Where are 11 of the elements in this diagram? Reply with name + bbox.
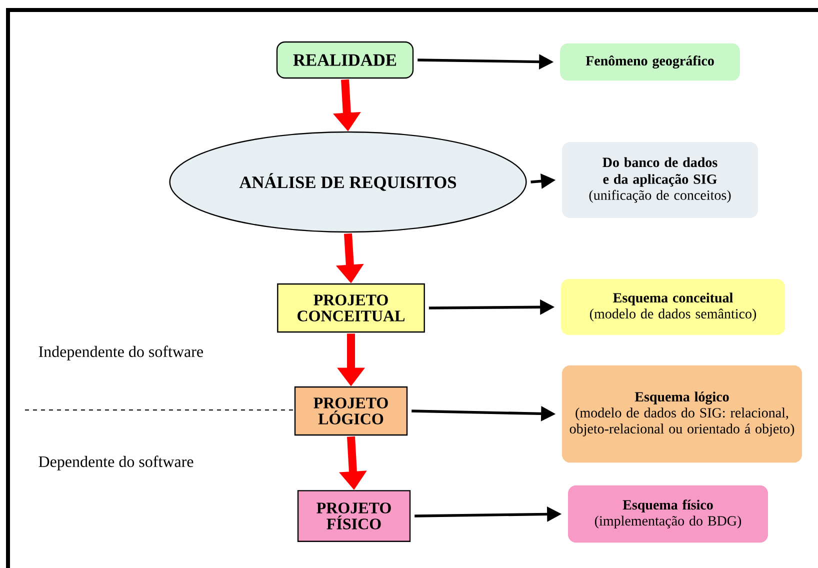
stage-box: PROJETO CONCEITUAL: [277, 283, 425, 333]
result-box: Esquema lógico (modelo de dados do SIG: relacional, objeto-relacional ou orientado á objeto): [562, 365, 802, 463]
stage-box: PROJETO FÍSICO: [297, 490, 411, 542]
result-box: Fenômeno geográfico: [560, 43, 740, 81]
result-box: Do banco de dados e da aplicação SIG (unificação de conceitos): [562, 142, 758, 218]
result-box: Esquema físico (implementação do BDG): [568, 485, 768, 543]
stage-box: PROJETO LÓGICO: [294, 386, 408, 436]
stage-box: REALIDADE: [276, 41, 414, 79]
result-box: Esquema conceitual (modelo de dados semântico): [561, 279, 785, 335]
region-label: Independente do software: [38, 346, 203, 360]
region-label: Dependente do software: [38, 456, 194, 470]
